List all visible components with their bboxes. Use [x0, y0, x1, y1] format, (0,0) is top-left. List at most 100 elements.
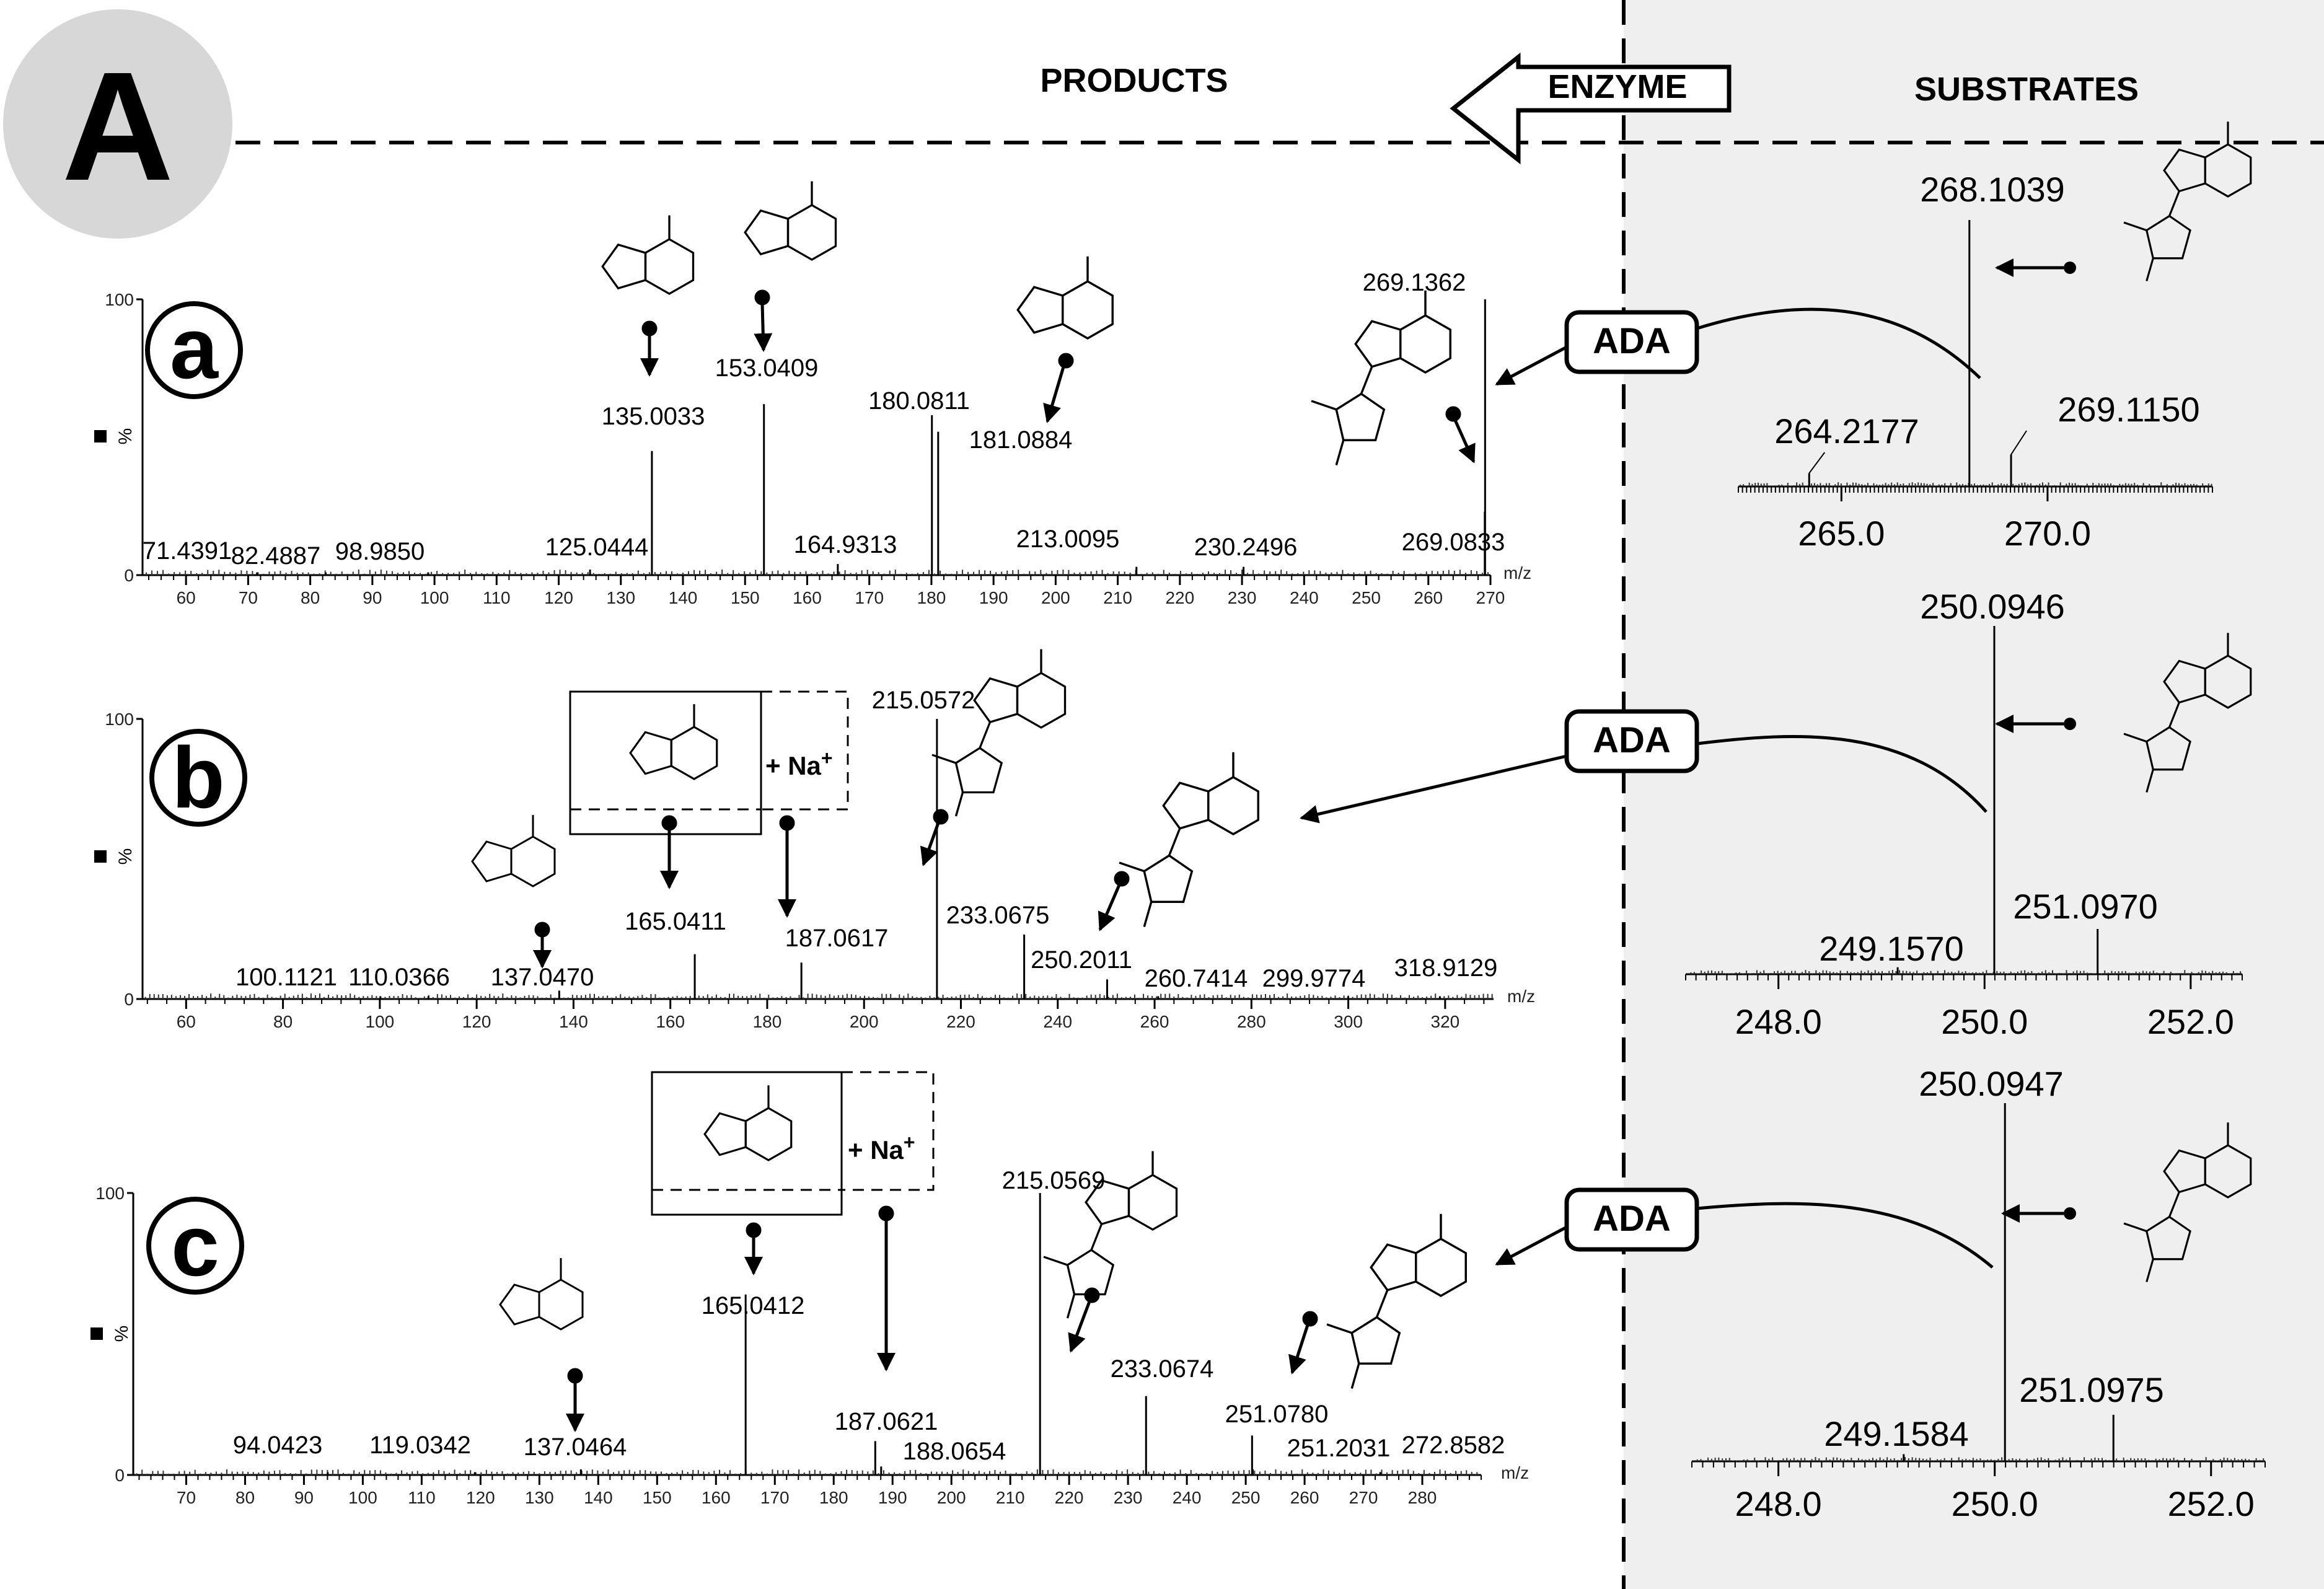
x-unit-a: m/z — [1503, 563, 1531, 583]
substrate-pointer-c — [2001, 1204, 2076, 1223]
x-tick-label: 210 — [996, 1488, 1025, 1507]
x-tick-label: 100 — [420, 588, 449, 607]
x-tick-label: 120 — [544, 588, 573, 607]
x-tick-label: 280 — [1237, 1012, 1266, 1031]
x-tick-label: 90 — [294, 1488, 314, 1507]
x-tick-label: 170 — [855, 588, 884, 607]
x-tick-label: 220 — [946, 1012, 975, 1031]
x-tick-label: 180 — [753, 1012, 782, 1031]
x-tick-label: 210 — [1103, 588, 1132, 607]
enzyme-header: ENZYME — [1547, 68, 1687, 105]
x-tick-label: 220 — [1165, 588, 1194, 607]
x-unit-c: m/z — [1501, 1463, 1529, 1482]
y-label-a: % — [94, 428, 136, 444]
panel-b-label: b — [149, 729, 247, 827]
peak-label-249.1584: 249.1584 — [1824, 1414, 1969, 1453]
x-tick-label: 160 — [702, 1488, 731, 1507]
x-tick-label: 200 — [937, 1488, 966, 1507]
peak-label-181.0884: 181.0884 — [969, 426, 1073, 454]
fragment-box-b: + Na+ — [569, 690, 849, 835]
x-tick-label: 270 — [1476, 588, 1505, 607]
x-tick-label: 130 — [525, 1488, 554, 1507]
ada-box-a: ADA — [1564, 310, 1699, 374]
peak-label-269.0833: 269.0833 — [1402, 529, 1505, 556]
x-tick-label: 100 — [366, 1012, 395, 1031]
ada-box-c: ADA — [1564, 1187, 1699, 1252]
panel-a-label: a — [145, 299, 243, 399]
y-tick-label: 0 — [124, 566, 134, 585]
ada-arrow-c — [1696, 1202, 1994, 1269]
peak-label-137.0470: 137.0470 — [491, 964, 594, 991]
peak-label-165.0412: 165.0412 — [702, 1292, 805, 1319]
y-tick-label: 100 — [105, 290, 134, 309]
structure — [931, 649, 1067, 817]
peak-label-269.1150: 269.1150 — [2058, 390, 2199, 429]
x-tick-label: 240 — [1173, 1488, 1202, 1507]
svg-text:ADA: ADA — [1593, 720, 1671, 760]
x-tick-label: 60 — [177, 1012, 196, 1031]
panel-letter: A — [62, 40, 174, 213]
x-tick-label: 200 — [850, 1012, 879, 1031]
y-tick-label: 100 — [105, 710, 134, 729]
peak-label-100.1121: 100.1121 — [235, 964, 337, 991]
peak-label-269.1362: 269.1362 — [1363, 269, 1466, 296]
ada-arrow-b — [1696, 735, 1987, 813]
panel-c-label: c — [146, 1197, 244, 1295]
peak-label-318.9129: 318.9129 — [1394, 954, 1498, 982]
x-tick-label: 260 — [1290, 1488, 1319, 1507]
peak-label-119.0342: 119.0342 — [369, 1432, 471, 1459]
peak-label-165.0411: 165.0411 — [625, 908, 726, 935]
x-tick-label: 200 — [1041, 588, 1070, 607]
svg-text:ADA: ADA — [1593, 1199, 1671, 1239]
x-tick-label: 270 — [1349, 1488, 1378, 1507]
x-tick-label: 300 — [1334, 1012, 1363, 1031]
peak-label-180.0811: 180.0811 — [868, 387, 970, 415]
peak-label-187.0617: 187.0617 — [785, 925, 889, 952]
ada-arrow-a-head — [1495, 345, 1568, 386]
structure — [1311, 290, 1451, 465]
x-tick-label: 248.0 — [1735, 1002, 1822, 1041]
structure — [703, 1085, 793, 1161]
x-tick-label: 180 — [917, 588, 946, 607]
x-tick-label: 80 — [301, 588, 320, 607]
svg-text:%: % — [112, 1326, 132, 1342]
x-tick-label: 250 — [1231, 1488, 1261, 1507]
x-tick-label: 248.0 — [1735, 1484, 1822, 1523]
peak-label-187.0621: 187.0621 — [835, 1408, 938, 1435]
ada-box-b: ADA — [1564, 709, 1699, 773]
peak-label-215.0569: 215.0569 — [1002, 1167, 1106, 1194]
structure — [1016, 256, 1114, 340]
panel-letter-circle — [3, 9, 232, 239]
y-tick-label: 0 — [115, 1466, 125, 1485]
x-tick-label: 240 — [1043, 1012, 1072, 1031]
structure — [1043, 1151, 1178, 1319]
svg-text:ADA: ADA — [1593, 321, 1671, 361]
peak-label-215.0572: 215.0572 — [872, 687, 975, 714]
peak-label-233.0674: 233.0674 — [1111, 1355, 1214, 1383]
peak-label-153.0409: 153.0409 — [715, 354, 819, 382]
substrate-pointer-a — [1995, 258, 2076, 277]
peak-label-94.0423: 94.0423 — [233, 1432, 323, 1459]
peak-label-272.8582: 272.8582 — [1402, 1432, 1505, 1459]
peak-label-230.2496: 230.2496 — [1194, 534, 1298, 561]
peak-label-264.2177: 264.2177 — [1774, 412, 1919, 451]
peak-label-250.2011: 250.2011 — [1031, 946, 1132, 974]
fragment-pointers — [533, 289, 1476, 1432]
x-tick-label: 120 — [462, 1012, 491, 1031]
x-tick-label: 265.0 — [1798, 514, 1885, 553]
x-tick-label: 80 — [273, 1012, 293, 1031]
peak-label-250.0946: 250.0946 — [1920, 587, 2065, 626]
chemical-structures — [471, 121, 2252, 1389]
structure — [1119, 752, 1259, 927]
x-tick-label: 140 — [584, 1488, 613, 1507]
x-tick-label: 140 — [669, 588, 698, 607]
x-tick-label: 250 — [1352, 588, 1381, 607]
peak-label-233.0675: 233.0675 — [946, 902, 1050, 929]
x-tick-label: 70 — [239, 588, 258, 607]
structure — [2123, 633, 2252, 793]
peak-label-260.7414: 260.7414 — [1145, 965, 1248, 992]
peak-leader — [2010, 430, 2027, 455]
